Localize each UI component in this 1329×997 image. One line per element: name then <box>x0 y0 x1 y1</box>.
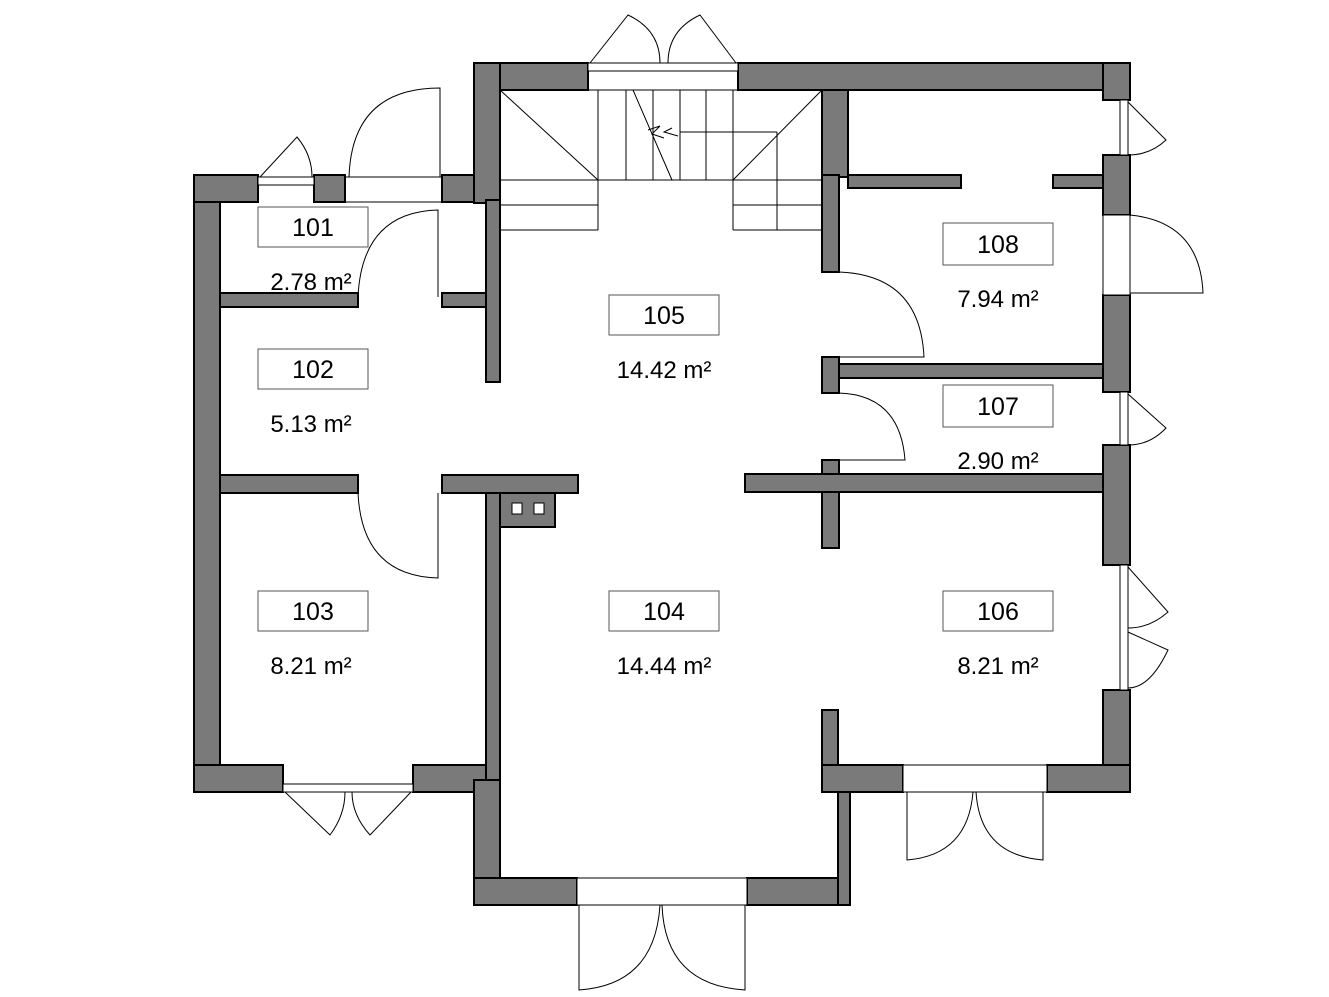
room-area: 5.13 m² <box>270 411 351 438</box>
room-101: 101 2.78 m² <box>257 206 369 296</box>
room-number: 102 <box>292 356 334 384</box>
room-number: 104 <box>643 598 685 626</box>
room-107: 107 2.90 m² <box>942 384 1054 475</box>
room-108: 108 7.94 m² <box>942 222 1054 313</box>
room-number: 103 <box>292 598 334 626</box>
room-102: 102 5.13 m² <box>257 348 369 438</box>
room-area: 8.21 m² <box>270 653 351 680</box>
room-103: 103 8.21 m² <box>257 590 369 680</box>
room-number: 108 <box>977 231 1019 259</box>
room-number: 105 <box>643 302 685 330</box>
room-area: 2.78 m² <box>270 269 351 296</box>
walls <box>193 62 1131 906</box>
room-area: 2.90 m² <box>957 448 1038 475</box>
room-area: 7.94 m² <box>957 286 1038 313</box>
windows-and-doors <box>257 14 1204 991</box>
room-area: 14.44 m² <box>617 653 712 680</box>
room-number: 107 <box>977 393 1019 421</box>
room-number: 101 <box>292 214 334 242</box>
room-104: 104 14.44 m² <box>608 590 720 680</box>
room-105: 105 14.42 m² <box>608 294 720 384</box>
room-area: 14.42 m² <box>617 357 712 384</box>
room-106: 106 8.21 m² <box>942 590 1054 680</box>
room-area: 8.21 m² <box>957 653 1038 680</box>
room-number: 106 <box>977 598 1019 626</box>
stairs <box>499 89 823 231</box>
